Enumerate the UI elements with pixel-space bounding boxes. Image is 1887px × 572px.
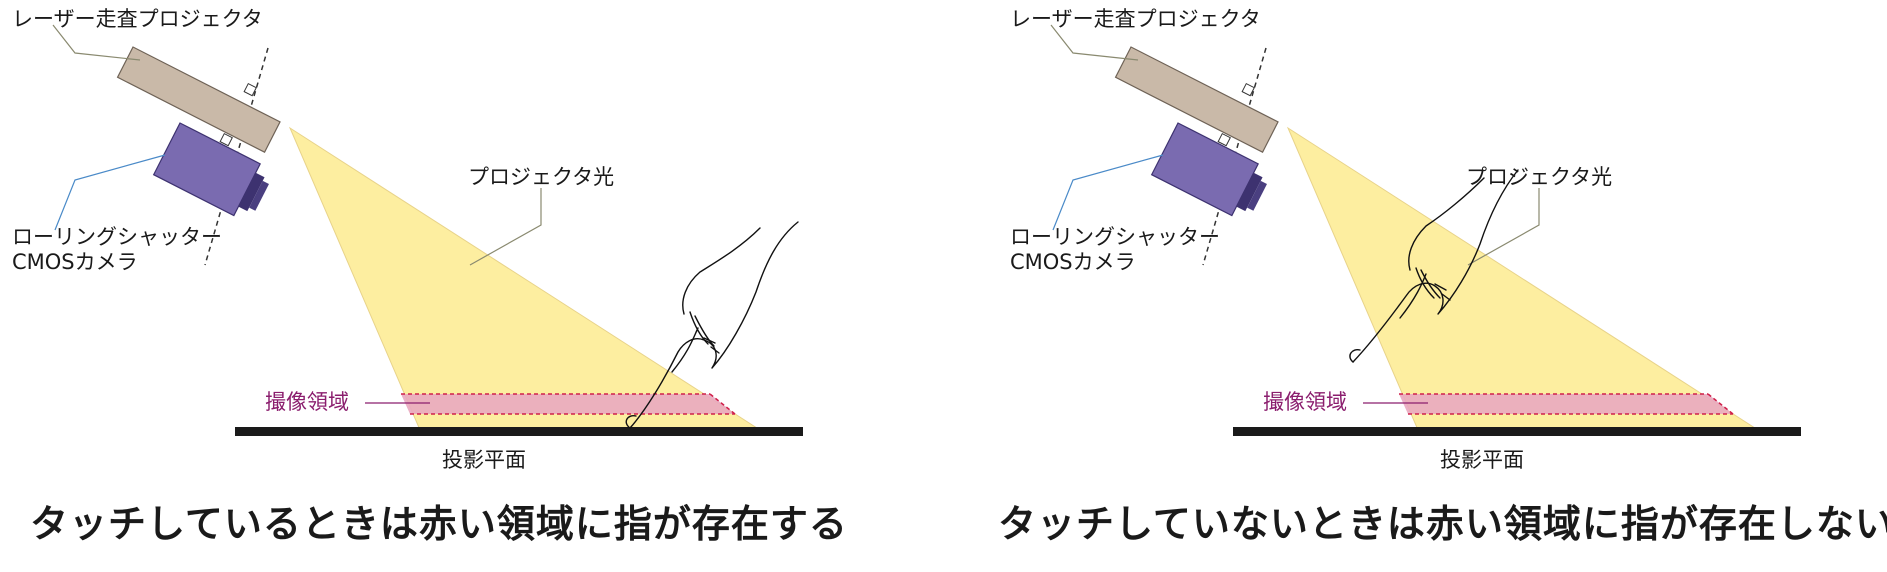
capture-region bbox=[401, 394, 735, 414]
caption-not-touching: タッチしていないときは赤い領域に指が存在しない bbox=[998, 502, 1887, 546]
projector-leader-line bbox=[1050, 24, 1139, 61]
caption-touching: タッチしているときは赤い領域に指が存在する bbox=[30, 502, 848, 546]
projection-plane bbox=[1233, 427, 1801, 436]
panel-touching-drawing bbox=[52, 24, 803, 436]
region-label: 撮像領域 bbox=[265, 390, 349, 414]
camera-leader-line bbox=[1052, 154, 1164, 231]
hand-pointing-icon bbox=[1349, 169, 1519, 363]
projector-leader-line bbox=[52, 24, 141, 61]
light-leader-line bbox=[469, 188, 542, 266]
light-label: プロジェクタ光 bbox=[468, 165, 615, 189]
plane-label: 投影平面 bbox=[1440, 448, 1524, 472]
panel-not-touching-drawing bbox=[1050, 24, 1801, 436]
camera-icon bbox=[1150, 122, 1267, 217]
camera-label-line2: CMOSカメラ bbox=[12, 250, 138, 274]
camera-label-line2: CMOSカメラ bbox=[1010, 250, 1136, 274]
projector-label: レーザー走査プロジェクタ bbox=[1010, 7, 1261, 31]
hand-pointing-icon bbox=[625, 221, 799, 429]
panel-touching: レーザー走査プロジェクタ ローリングシャッター CMOSカメラ プロジェクタ光 … bbox=[12, 7, 848, 546]
projector-label: レーザー走査プロジェクタ bbox=[12, 7, 263, 31]
projection-plane bbox=[235, 427, 803, 436]
camera-label-line1: ローリングシャッター bbox=[12, 225, 222, 249]
capture-region bbox=[1399, 394, 1733, 414]
camera-leader-line bbox=[54, 154, 166, 231]
region-label: 撮像領域 bbox=[1263, 390, 1347, 414]
panel-not-touching: レーザー走査プロジェクタ ローリングシャッター CMOSカメラ プロジェクタ光 … bbox=[998, 0, 1887, 572]
plane-label: 投影平面 bbox=[442, 448, 526, 472]
projector-icon bbox=[1114, 46, 1279, 154]
projector-icon bbox=[116, 46, 281, 154]
camera-label-line1: ローリングシャッター bbox=[1010, 225, 1220, 249]
light-leader-line bbox=[1467, 188, 1540, 266]
light-label: プロジェクタ光 bbox=[1466, 165, 1613, 189]
camera-icon bbox=[152, 122, 269, 217]
